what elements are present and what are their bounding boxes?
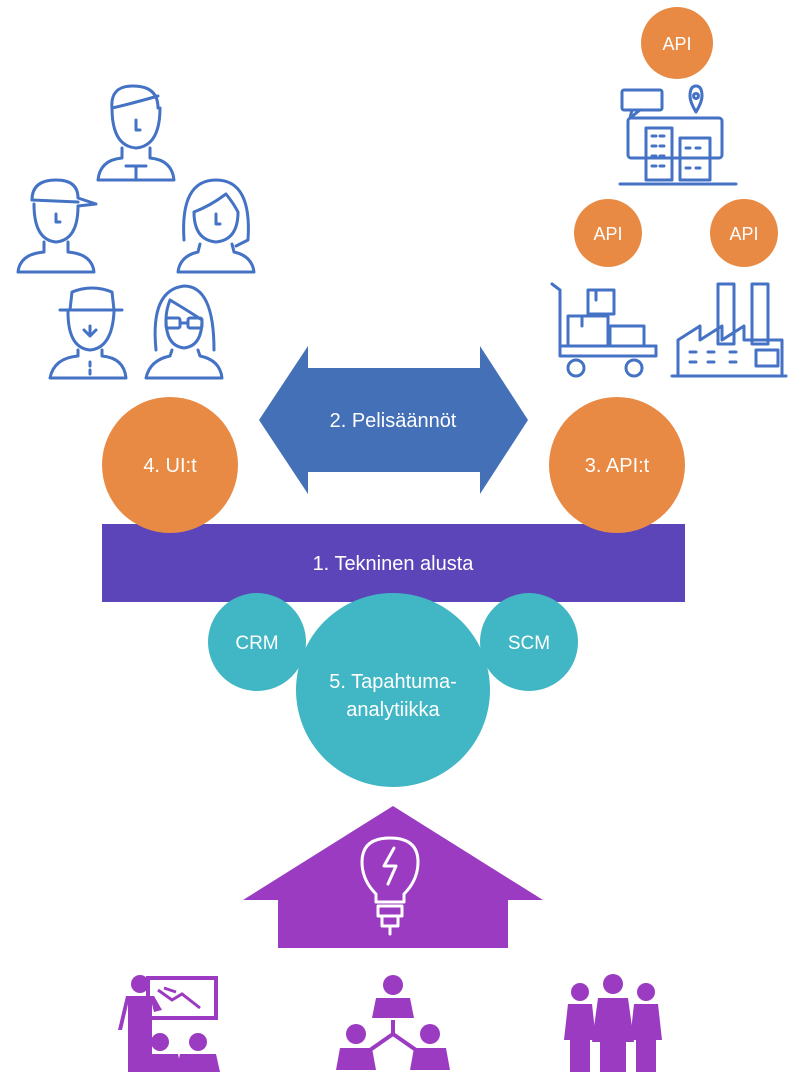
lightbulb-house-icon: [243, 806, 543, 948]
hat-man-icon: [48, 286, 128, 380]
crm-circle: CRM: [208, 593, 306, 691]
platform-label: 1. Tekninen alusta: [313, 553, 475, 575]
analytics-label-line2: analytiikka: [346, 699, 440, 721]
woman-icon: [176, 178, 256, 274]
scm-label: SCM: [508, 633, 550, 654]
man-icon: [96, 84, 176, 182]
api-badge-top-label: API: [662, 34, 691, 54]
analytics-circle: 5. Tapahtuma- analytiikka: [296, 593, 490, 787]
analytics-label-line1: 5. Tapahtuma-: [329, 671, 457, 693]
api-badge-left-label: API: [593, 224, 622, 244]
crm-label: CRM: [235, 633, 278, 654]
rules-double-arrow: 2. Pelisäännöt: [259, 346, 528, 494]
api-badge-left: API: [574, 199, 642, 267]
trolley-boxes-icon: [550, 282, 658, 378]
uis-label: 4. UI:t: [143, 455, 197, 477]
org-hierarchy-icon: [336, 975, 450, 1070]
users-icon-group: [16, 84, 256, 380]
api-badge-right: API: [710, 199, 778, 267]
systems-icon-group: [550, 84, 788, 378]
factory-icon: [670, 282, 788, 378]
apis-circle: 3. API:t: [549, 397, 685, 533]
rules-label: 2. Pelisäännöt: [330, 410, 457, 432]
api-badge-top: API: [641, 7, 713, 79]
glasses-woman-icon: [144, 284, 224, 380]
api-badge-right-label: API: [729, 224, 758, 244]
apis-label: 3. API:t: [585, 455, 650, 477]
cap-boy-icon: [16, 178, 98, 274]
platform-bar: 1. Tekninen alusta: [102, 524, 685, 602]
uis-circle: 4. UI:t: [102, 397, 238, 533]
city-location-icon: [618, 84, 738, 186]
scm-circle: SCM: [480, 593, 578, 691]
group-people-icon: [564, 974, 662, 1072]
presentation-team-icon: [118, 975, 220, 1072]
